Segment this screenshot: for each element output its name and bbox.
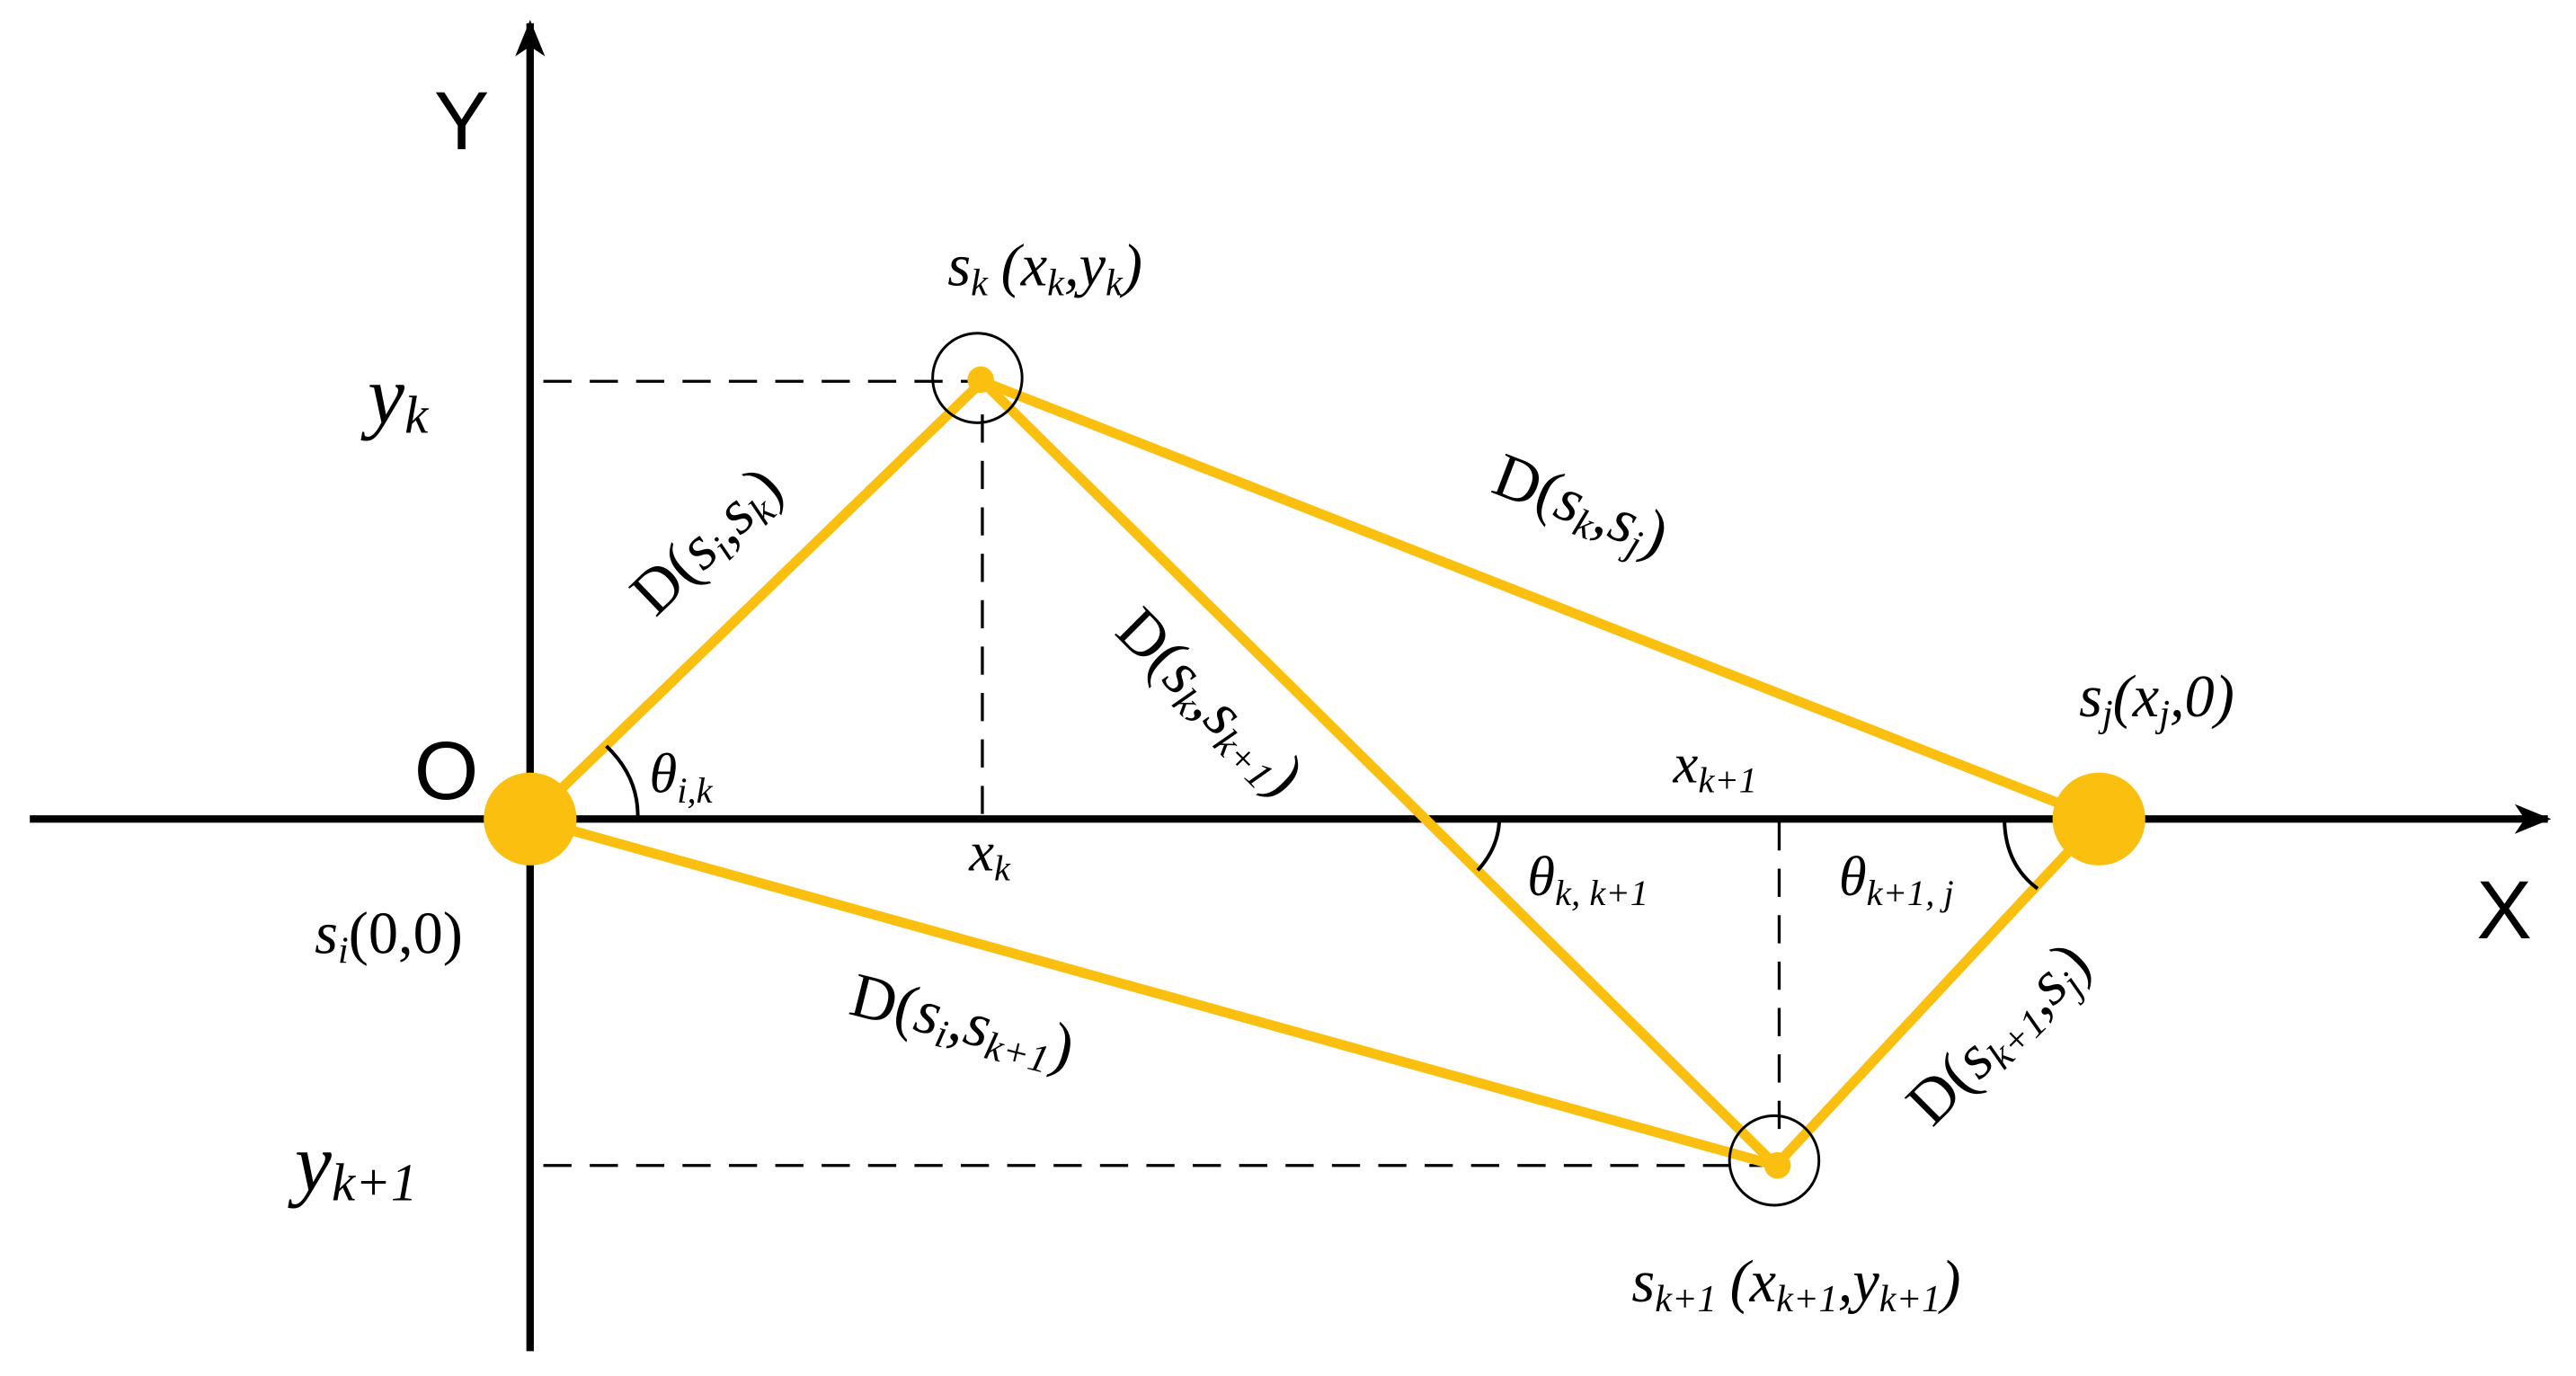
edge-label-sk-sk1: D(sk,sk+1) — [1100, 595, 1318, 812]
node-label-sk1: sk+1(xk+1,yk+1) — [1631, 1249, 1960, 1320]
node-sk1-ring — [1728, 1114, 1821, 1207]
node-label-sj: sj(xj,0) — [2079, 664, 2234, 735]
x-axis-label: X — [2476, 864, 2531, 956]
edge-label-si-sk: D(si,sk) — [617, 453, 799, 632]
angle-label-theta-i-k: θi,k — [649, 742, 713, 811]
edges — [525, 376, 2104, 1171]
angle-label-theta-k-k1: θk, k+1 — [1527, 845, 1648, 913]
node-label-sk: sk(xk,yk) — [947, 233, 1142, 304]
edge-label-sk1-sj: D(sk+1,sj) — [1894, 928, 2107, 1141]
edge-si-sk — [525, 376, 988, 824]
node-si — [484, 772, 577, 866]
y-axis-label: Y — [434, 75, 489, 167]
node-sk1 — [1763, 1151, 1791, 1179]
node-sk — [967, 366, 994, 394]
tick-label-xk: xk — [968, 820, 1011, 888]
node-sj — [2052, 772, 2145, 866]
edge-label-sk-sj: D(sk,sj) — [1482, 440, 1677, 574]
edge-sk-sk1 — [977, 376, 1781, 1171]
origin-label: O — [414, 724, 479, 817]
angle-arc-theta-k-k1 — [1476, 821, 1502, 872]
node-label-si: si(0,0) — [315, 901, 463, 972]
tick-label-yk1: yk+1 — [288, 1116, 417, 1212]
node-sk-ring — [931, 332, 1024, 424]
edge-sk1-sj — [1771, 813, 2104, 1171]
tick-label-yk: yk — [360, 349, 430, 444]
angle-arc-theta-i-k — [605, 744, 640, 816]
edge-sk-sj — [977, 376, 2104, 824]
edge-si-sk1 — [525, 813, 1781, 1171]
angle-arc-theta-k1-j — [2003, 821, 2039, 891]
edge-label-si-sk1: D(si,sk+1) — [842, 961, 1080, 1087]
tick-label-xk1: xk+1 — [1673, 732, 1757, 801]
angle-label-theta-k1-j: θk+1, j — [1839, 845, 1954, 913]
